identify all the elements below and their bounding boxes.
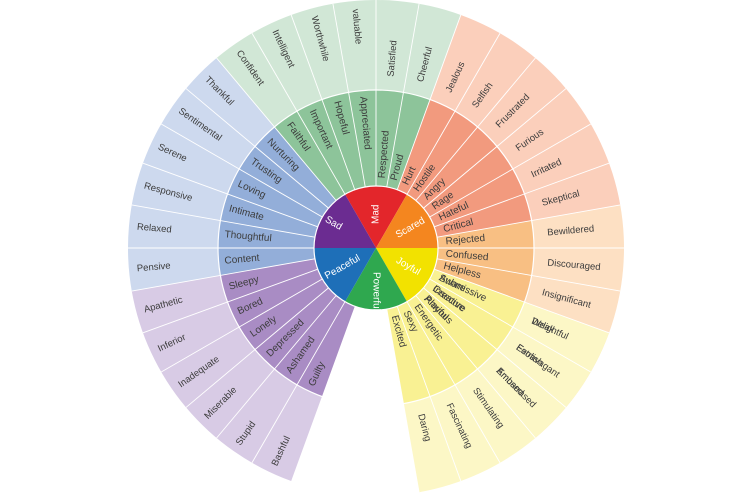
slice-divider: [429, 123, 591, 218]
outer-sector-mad: [430, 14, 621, 221]
slice-divider: [434, 162, 610, 228]
slice-divider: [332, 3, 366, 188]
core-sector-mad: [345, 185, 407, 248]
ring-divider-outer: [217, 89, 535, 407]
middle-sector-peaceful: [218, 126, 337, 276]
outer-sector-powerful: [216, 0, 461, 127]
slice-divider: [415, 295, 536, 439]
outer-sector-sad: [131, 275, 322, 482]
slice-divider: [161, 123, 323, 218]
ring-divider-inner: [313, 185, 439, 311]
slice-divider: [423, 88, 567, 209]
slice-divider: [216, 57, 337, 201]
slice-divider: [423, 287, 567, 408]
outer-label-pensive: Pensive: [136, 260, 171, 274]
slice-divider: [131, 204, 316, 238]
middle-sector-mad: [397, 99, 532, 238]
outer-sector-peaceful: [127, 58, 275, 292]
slice-divider: [434, 268, 610, 334]
slice-divider: [386, 308, 420, 493]
middle-label-content: Content: [224, 253, 260, 267]
slice-divider: [185, 88, 329, 209]
slice-divider: [429, 278, 591, 373]
middle-label-appreciated: Appreciated: [357, 96, 373, 150]
core-sector-powerful: [345, 248, 407, 310]
slice-divider: [251, 301, 346, 463]
slice-divider: [251, 33, 346, 195]
slice-divider: [436, 258, 621, 292]
middle-label-respected: Respected: [377, 130, 392, 179]
core-label-powerful: Powerful: [371, 272, 382, 311]
slice-divider: [142, 268, 318, 334]
slice-divider: [386, 3, 420, 188]
wheel-dividers: [128, 0, 624, 493]
slice-divider: [216, 295, 337, 439]
wheel-wedges: [127, 0, 624, 493]
middle-sector-joyful: [386, 269, 525, 404]
middle-label-confused: Confused: [445, 249, 489, 264]
outer-label-discouraged: Discouraged: [547, 258, 601, 274]
core-label-mad: Mad: [371, 205, 382, 224]
outer-label-bewildered: Bewildered: [547, 223, 595, 238]
outer-label-satisfied: Satisfied: [386, 40, 400, 77]
slice-divider: [436, 204, 621, 238]
outer-sector-joyful: [403, 302, 610, 493]
outer-label-relaxed: Relaxed: [136, 222, 172, 236]
slice-divider: [161, 278, 323, 373]
slice-divider: [131, 258, 316, 292]
slice-divider: [185, 287, 329, 408]
slice-divider: [396, 14, 462, 190]
slice-divider: [406, 33, 501, 195]
middle-label-thoughtful: Thoughtful: [224, 229, 272, 244]
slice-divider: [406, 301, 501, 463]
middle-label-rejected: Rejected: [445, 233, 485, 247]
middle-sector-sad: [220, 258, 355, 397]
slice-divider: [142, 162, 318, 228]
slice-divider: [396, 306, 462, 482]
outer-label-valuable: valuable: [350, 8, 364, 44]
slice-divider: [415, 57, 536, 201]
slice-divider: [290, 14, 356, 190]
